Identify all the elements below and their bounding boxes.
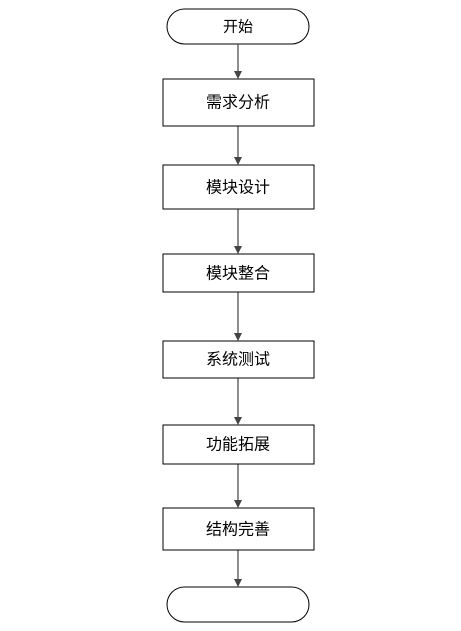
end-terminal <box>166 586 310 623</box>
process-box <box>162 424 315 465</box>
end-terminal-shape <box>166 586 310 623</box>
process-box <box>162 507 315 551</box>
process-label: 结构完善 <box>206 520 270 539</box>
arrowhead-step6-end <box>234 579 242 587</box>
arrowhead-start-step1 <box>234 71 242 79</box>
process-step-5: 功能拓展 <box>162 424 315 465</box>
process-label: 需求分析 <box>206 93 270 112</box>
arrowhead-step4-step5 <box>234 417 242 425</box>
process-box <box>162 253 315 293</box>
process-step-2: 模块设计 <box>162 164 315 210</box>
arrowhead-step2-step3 <box>234 246 242 254</box>
process-step-1: 需求分析 <box>162 78 315 127</box>
process-step-3: 模块整合 <box>162 253 315 293</box>
process-label: 模块设计 <box>206 178 270 197</box>
arrowhead-step3-step4 <box>234 333 242 341</box>
process-box <box>162 78 315 127</box>
connectors <box>234 44 242 587</box>
process-step-6: 结构完善 <box>162 507 315 551</box>
process-box <box>162 340 315 379</box>
process-label: 系统测试 <box>206 350 270 369</box>
start-label: 开始 <box>223 18 253 36</box>
process-step-4: 系统测试 <box>162 340 315 379</box>
process-box <box>162 164 315 210</box>
start-terminal: 开始 <box>166 8 310 45</box>
process-label: 模块整合 <box>206 264 270 283</box>
process-label: 功能拓展 <box>206 435 270 454</box>
arrowhead-step5-step6 <box>234 500 242 508</box>
arrowhead-step1-step2 <box>234 157 242 165</box>
